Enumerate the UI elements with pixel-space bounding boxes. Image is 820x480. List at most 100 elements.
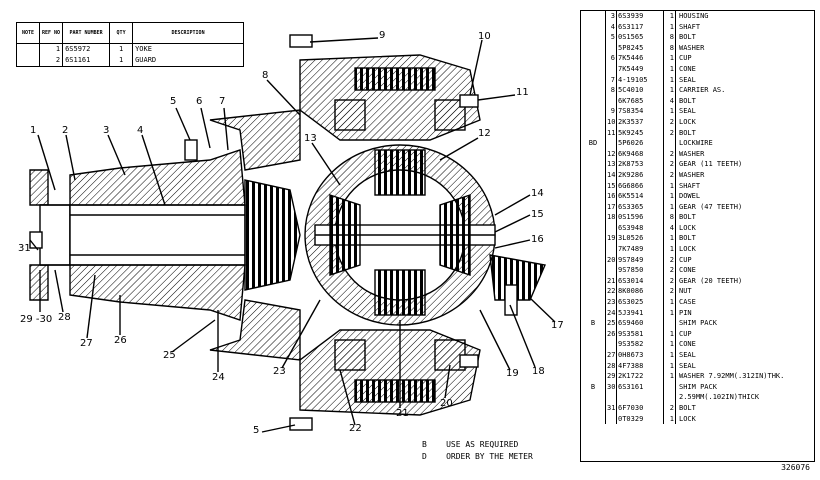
cell-ref: 15	[607, 181, 616, 190]
cell-part: 5P6026	[616, 138, 664, 149]
cell-note	[581, 297, 606, 308]
cell-ref: 3	[610, 12, 615, 20]
cell-note	[17, 43, 40, 55]
cell-part: 6S1161	[62, 55, 111, 66]
cell-desc: CONE	[679, 64, 696, 73]
cell-ref	[606, 392, 617, 403]
cell-ref: 1	[39, 43, 64, 55]
cell-ref	[606, 138, 617, 149]
cell-qty: 1	[663, 350, 676, 361]
cell-ref: 5	[610, 33, 615, 42]
callout-23: 23	[273, 366, 286, 377]
cell-ref	[606, 43, 617, 54]
cell-note	[581, 148, 606, 160]
callout-22: 22	[349, 423, 362, 434]
cell-qty: 1	[109, 55, 134, 66]
cell-desc: CASE	[679, 298, 696, 307]
cell-ref: 9	[610, 107, 615, 116]
cell-part: 2K8753	[616, 159, 664, 170]
cell-ref: 12	[607, 149, 616, 158]
cell-part: 2K9286	[616, 169, 664, 181]
callout-13: 13	[304, 133, 317, 144]
table-row: 1 6S5972 1 YOKE	[17, 43, 243, 55]
cell-ref	[606, 64, 617, 75]
cell-qty: 2	[663, 254, 676, 266]
cell-qty: 1	[663, 371, 676, 382]
header-ref: REF NO	[39, 23, 64, 44]
cell-note: B	[581, 381, 606, 393]
cell-desc: SEAL	[679, 351, 696, 359]
differential-cross-section-drawing	[29, 34, 556, 433]
top-table-header: NOTE REF NO PART NUMBER QTY DESCRIPTION	[17, 23, 243, 44]
cell-ref: 14	[607, 170, 616, 179]
cell-desc: WASHER 7.92MM(.312IN)THK.	[679, 372, 785, 381]
cell-desc: CUP	[679, 329, 692, 338]
cell-desc: 2.59MM(.102IN)THICK	[679, 393, 760, 402]
cell-part: 6K5514	[616, 191, 664, 202]
cell-qty: 1	[663, 63, 676, 75]
cell-ref: 4	[610, 22, 615, 31]
cell-ref	[606, 265, 617, 276]
callout-16: 16	[531, 234, 544, 245]
cell-note	[17, 55, 40, 66]
cell-ref: 29	[607, 372, 616, 381]
cell-qty: 1	[663, 244, 676, 255]
cell-desc: GEAR (47 TEETH)	[679, 202, 743, 211]
callout-5: 5	[170, 96, 177, 107]
cell-desc: GUARD	[135, 56, 157, 64]
cell-ref	[606, 339, 617, 350]
cell-part: 2K1722	[616, 371, 664, 382]
cell-note	[581, 127, 606, 139]
cell-part: 9S7849	[616, 254, 664, 266]
cell-note	[581, 339, 606, 350]
cell-desc: SEAL	[679, 361, 696, 370]
cell-ref: 2	[39, 55, 64, 66]
cell-note	[581, 350, 606, 361]
cell-qty: 1	[663, 233, 676, 245]
cell-part: 3L0526	[616, 233, 664, 245]
cell-ref: 6	[610, 54, 615, 63]
cell-part	[616, 392, 664, 403]
callout-14: 14	[531, 188, 544, 199]
cell-desc: CUP	[679, 54, 692, 63]
cell-qty: 2	[663, 148, 676, 160]
cell-part: 6G6866	[616, 180, 664, 192]
cell-note: B	[581, 318, 606, 329]
cell-desc: CONE	[679, 340, 696, 349]
callout-5-lower: 5	[253, 425, 260, 436]
legend-order-by-meter: D ORDER BY THE METER	[422, 452, 533, 461]
cell-qty: 1	[663, 201, 676, 213]
cell-desc: WASHER	[679, 43, 705, 52]
cell-note	[581, 63, 606, 75]
cell-ref	[606, 96, 617, 107]
cell-qty: 1	[663, 21, 676, 33]
cell-part: 4-19105	[616, 74, 664, 86]
cell-note	[581, 11, 606, 22]
cell-qty: 2	[663, 169, 676, 181]
cell-desc: LOCK	[679, 223, 696, 232]
cell-desc: SHIM PACK	[679, 382, 717, 391]
cell-desc: LOCK	[679, 117, 696, 126]
cell-qty: 1	[663, 191, 676, 202]
cell-part: 5P8245	[616, 42, 664, 54]
cell-ref: 24	[607, 308, 616, 317]
cell-part: 6F7030	[616, 402, 664, 414]
cell-ref: 11	[607, 128, 616, 137]
cell-ref: 27	[607, 351, 616, 359]
cell-ref: 13	[607, 160, 616, 169]
table-row: 2.59MM(.102IN)THICK	[581, 392, 814, 403]
